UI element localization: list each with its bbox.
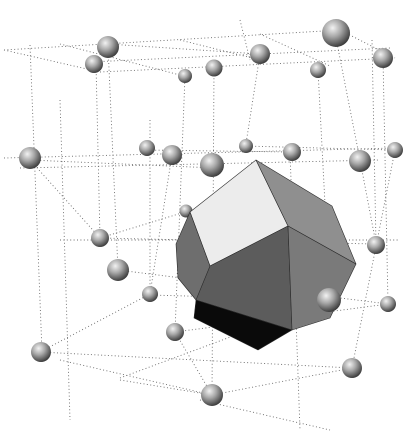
atom: [178, 69, 192, 83]
atom: [91, 229, 109, 247]
atom: [380, 296, 396, 312]
atom: [317, 288, 341, 312]
atom: [322, 19, 350, 47]
polyhedron: [176, 160, 356, 350]
atom: [31, 342, 51, 362]
atom: [201, 384, 223, 406]
atom: [387, 142, 403, 158]
atom: [373, 48, 393, 68]
atom: [250, 44, 270, 64]
atom: [200, 153, 224, 177]
atom: [166, 323, 184, 341]
atom: [283, 143, 301, 161]
atom: [139, 140, 155, 156]
atom: [206, 60, 223, 77]
atom: [85, 55, 103, 73]
atom: [239, 139, 253, 153]
atom: [107, 259, 129, 281]
atom: [19, 147, 41, 169]
atom: [349, 150, 371, 172]
atom: [367, 236, 385, 254]
atom: [142, 286, 158, 302]
atom: [97, 36, 119, 58]
atom: [310, 62, 326, 78]
atom: [342, 358, 362, 378]
atom: [162, 145, 182, 165]
